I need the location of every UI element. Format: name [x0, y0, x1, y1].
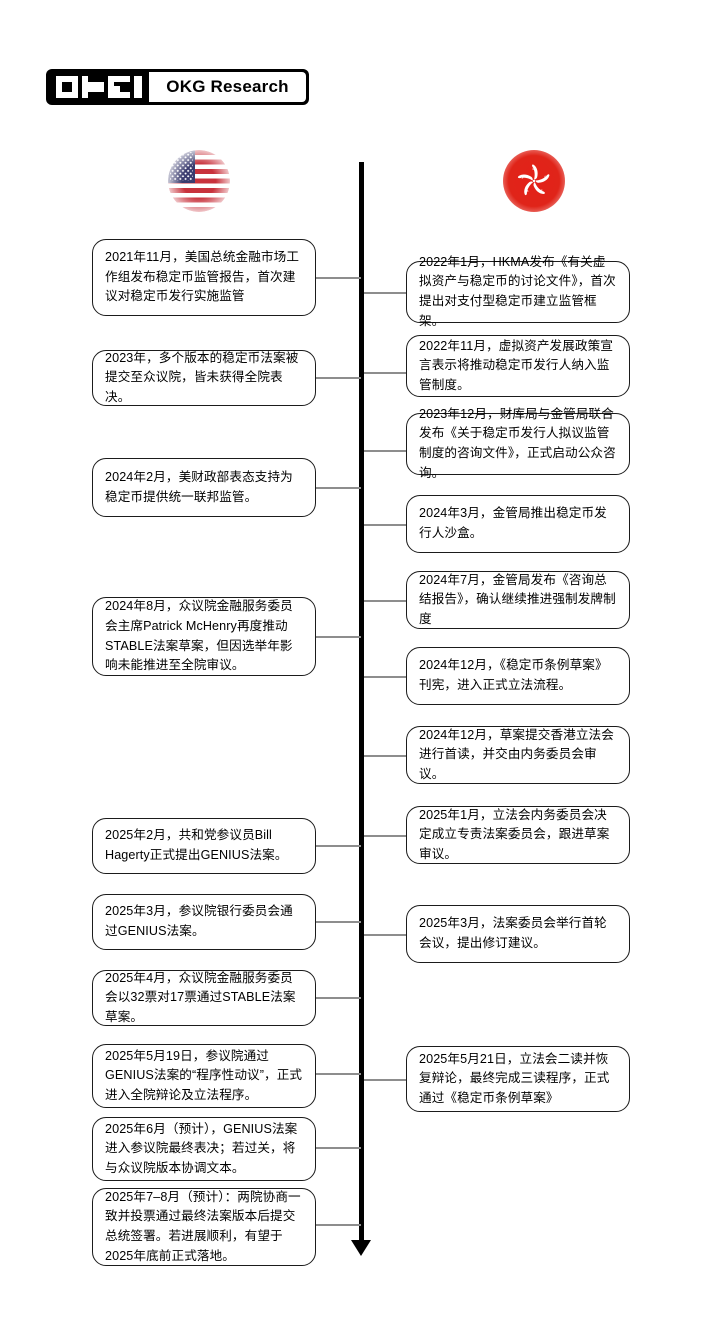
timeline-event-card[interactable]: 2025年5月19日，参议院通过GENIUS法案的“程序性动议”，正式进入全院辩… [92, 1044, 316, 1108]
connector-hk-4 [364, 524, 406, 526]
okg-wordmark-plate: OKG Research [149, 72, 306, 102]
connector-hk-5 [364, 600, 406, 602]
event-text: 2024年2月，美财政部表态支持为稳定币提供统一联邦监管。 [105, 469, 293, 504]
event-text: 2024年8月，众议院金融服务委员会主席Patrick McHenry再度推动S… [105, 599, 293, 673]
connector-us-10 [316, 1224, 361, 1226]
timeline-event-card[interactable]: 2024年8月，众议院金融服务委员会主席Patrick McHenry再度推动S… [92, 597, 316, 676]
connector-us-4 [316, 636, 361, 638]
event-text: 2024年3月，金管局推出稳定币发行人沙盒。 [419, 506, 607, 540]
connector-us-3 [316, 487, 361, 489]
hong-kong-flag-icon [503, 150, 565, 212]
event-text: 2025年3月，法案委员会举行首轮会议，提出修订建议。 [419, 916, 607, 950]
connector-hk-2 [364, 372, 406, 374]
connector-hk-9 [364, 934, 406, 936]
bauhinia-icon [517, 164, 550, 196]
connector-hk-3 [364, 450, 406, 452]
event-text: 2023年12月，财库局与金管局联合发布《关于稳定币发行人拟议监管制度的咨询文件… [419, 406, 616, 480]
timeline-event-card[interactable]: 2022年11月，虚拟资产发展政策宣言表示将推动稳定币发行人纳入监管制度。 [406, 335, 630, 397]
connector-us-5 [316, 845, 361, 847]
us-flag-canton [168, 150, 195, 184]
timeline-event-card[interactable]: 2021年11月，美国总统金融市场工作组发布稳定币监管报告，首次建议对稳定币发行… [92, 239, 316, 316]
timeline-event-card[interactable]: 2025年2月，共和党参议员Bill Hagerty正式提出GENIUS法案。 [92, 818, 316, 874]
event-text: 2025年2月，共和党参议员Bill Hagerty正式提出GENIUS法案。 [105, 828, 288, 862]
event-text: 2025年3月，参议院银行委员会通过GENIUS法案。 [105, 904, 293, 938]
event-text: 2025年1月，立法会内务委员会决定成立专责法案委员会，跟进草案审议。 [419, 807, 610, 861]
timeline-event-card[interactable]: 2024年12月，《稳定币条例草案》刊宪，进入正式立法流程。 [406, 647, 630, 705]
event-text: 2021年11月，美国总统金融市场工作组发布稳定币监管报告，首次建议对稳定币发行… [105, 250, 300, 304]
timeline-event-card[interactable]: 2025年3月，参议院银行委员会通过GENIUS法案。 [92, 894, 316, 950]
timeline-event-card[interactable]: 2024年7月，金管局发布《咨询总结报告》，确认继续推进强制发牌制度 [406, 571, 630, 629]
okg-logo-mark [49, 72, 149, 102]
timeline-event-card[interactable]: 2024年3月，金管局推出稳定币发行人沙盒。 [406, 495, 630, 553]
event-text: 2025年5月21日，立法会二读并恢复辩论，最终完成三读程序，正式通过《稳定币条… [419, 1051, 610, 1105]
event-text: 2022年1月，HKMA发布《有关虚拟资产与稳定币的讨论文件》，首次提出对支付型… [419, 254, 616, 328]
connector-hk-1 [364, 292, 406, 294]
timeline-event-card[interactable]: 2023年，多个版本的稳定币法案被提交至众议院，皆未获得全院表决。 [92, 350, 316, 406]
connector-us-2 [316, 377, 361, 379]
event-text: 2024年12月，《稳定币条例草案》刊宪，进入正式立法流程。 [419, 658, 608, 692]
connector-hk-6 [364, 676, 406, 678]
event-text: 2025年7–8月（预计）：两院协商一致并投票通过最终法案版本后提交总统签署。若… [105, 1189, 301, 1263]
timeline-event-card[interactable]: 2024年12月，草案提交香港立法会进行首读，并交由内务委员会审议。 [406, 726, 630, 784]
event-text: 2024年7月，金管局发布《咨询总结报告》，确认继续推进强制发牌制度 [419, 572, 616, 626]
timeline-event-card[interactable]: 2025年7–8月（预计）：两院协商一致并投票通过最终法案版本后提交总统签署。若… [92, 1188, 316, 1266]
timeline-event-card[interactable]: 2025年6月（预计），GENIUS法案进入参议院最终表决；若过关，将与众议院版… [92, 1117, 316, 1181]
event-text: 2025年6月（预计），GENIUS法案进入参议院最终表决；若过关，将与众议院版… [105, 1121, 298, 1175]
timeline-event-card[interactable]: 2025年3月，法案委员会举行首轮会议，提出修订建议。 [406, 905, 630, 963]
event-text: 2025年5月19日，参议院通过GENIUS法案的“程序性动议”，正式进入全院辩… [105, 1048, 303, 1102]
timeline-event-card[interactable]: 2024年2月，美财政部表态支持为稳定币提供统一联邦监管。 [92, 458, 316, 517]
okg-research-logo-badge: OKG Research [46, 69, 309, 105]
connector-us-1 [316, 277, 361, 279]
timeline-event-card[interactable]: 2022年1月，HKMA发布《有关虚拟资产与稳定币的讨论文件》，首次提出对支付型… [406, 255, 630, 328]
connector-us-6 [316, 921, 361, 923]
connector-us-9 [316, 1147, 361, 1149]
event-text: 2025年4月，众议院金融服务委员会以32票对17票通过STABLE法案草案。 [105, 970, 296, 1024]
timeline-event-card[interactable]: 2023年12月，财库局与金管局联合发布《关于稳定币发行人拟议监管制度的咨询文件… [406, 407, 630, 480]
event-text: 2022年11月，虚拟资产发展政策宣言表示将推动稳定币发行人纳入监管制度。 [419, 338, 614, 392]
connector-hk-7 [364, 755, 406, 757]
okg-wordmark-text: OKG Research [166, 77, 289, 96]
timeline-event-card[interactable]: 2025年1月，立法会内务委员会决定成立专责法案委员会，跟进草案审议。 [406, 806, 630, 864]
timeline-axis [359, 162, 364, 1244]
us-flag-icon [168, 150, 230, 212]
event-text: 2024年12月，草案提交香港立法会进行首读，并交由内务委员会审议。 [419, 727, 614, 781]
timeline-arrowhead-icon [351, 1240, 371, 1256]
event-text: 2023年，多个版本的稳定币法案被提交至众议院，皆未获得全院表决。 [105, 350, 299, 404]
connector-us-7 [316, 997, 361, 999]
connector-us-8 [316, 1073, 361, 1075]
timeline-event-card[interactable]: 2025年5月21日，立法会二读并恢复辩论，最终完成三读程序，正式通过《稳定币条… [406, 1046, 630, 1112]
connector-hk-8 [364, 835, 406, 837]
timeline-event-card[interactable]: 2025年4月，众议院金融服务委员会以32票对17票通过STABLE法案草案。 [92, 970, 316, 1026]
connector-hk-10 [364, 1079, 406, 1081]
